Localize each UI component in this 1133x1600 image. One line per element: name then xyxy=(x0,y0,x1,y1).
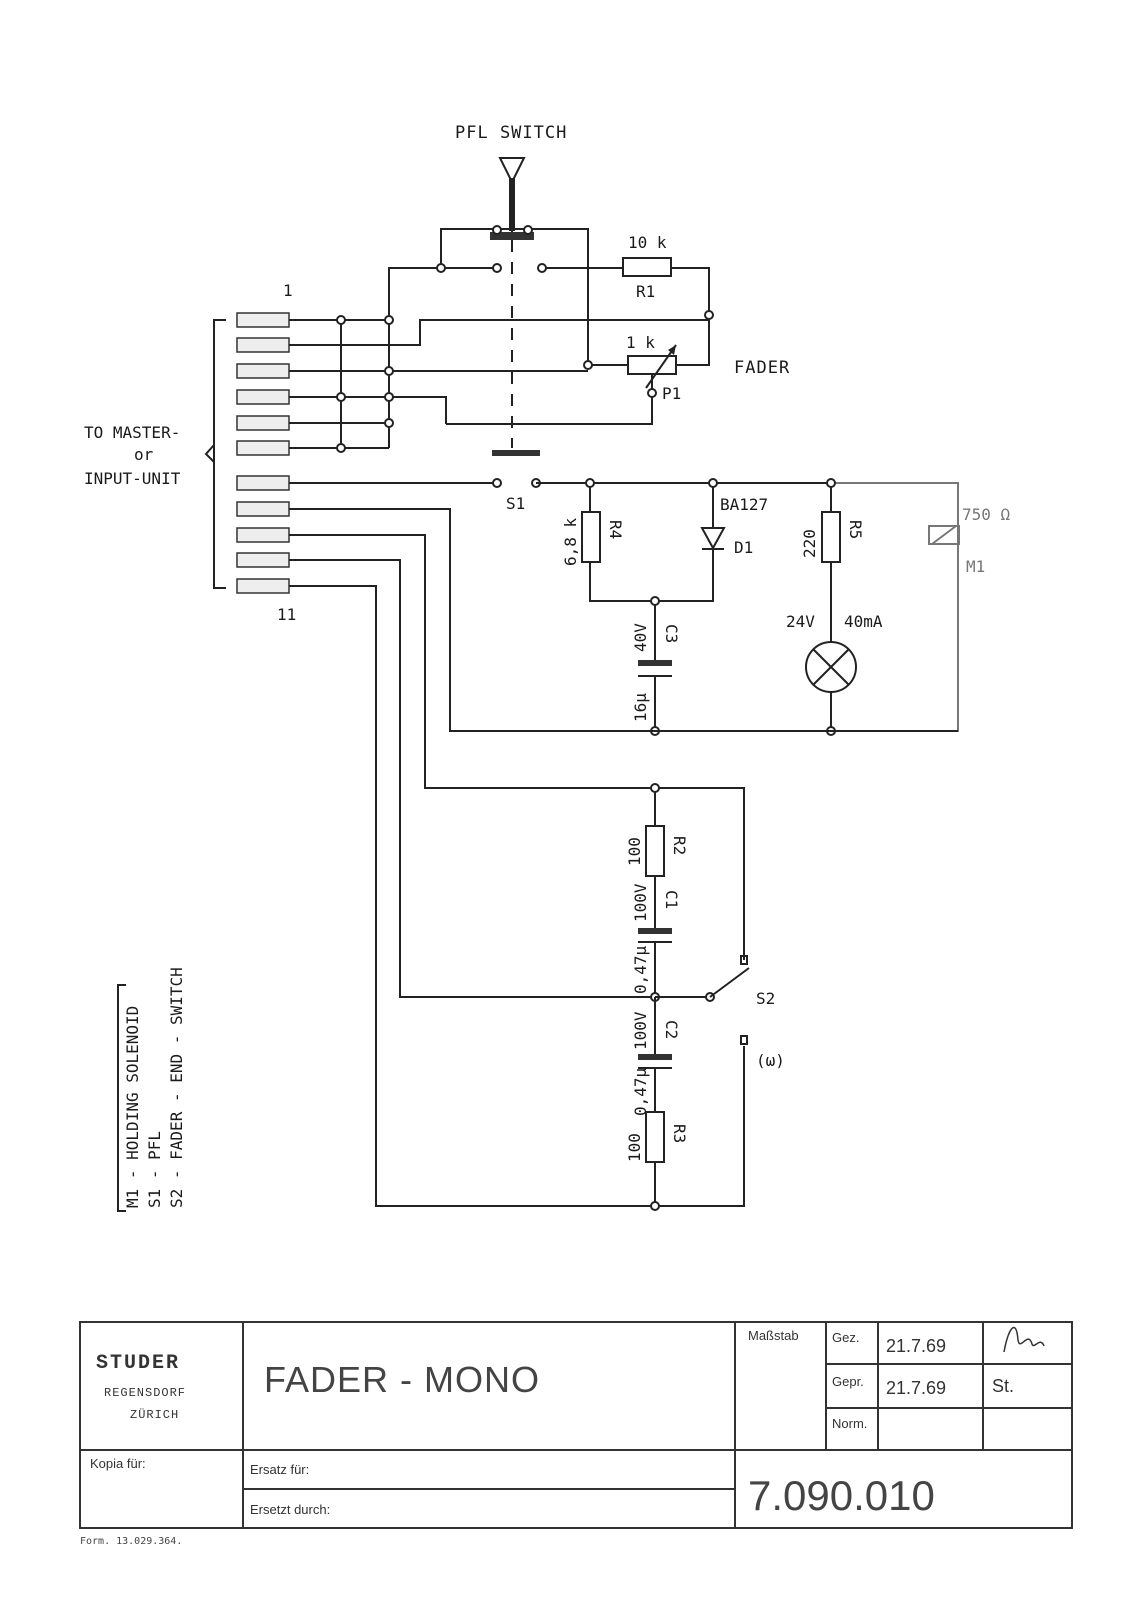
r2-value: 100 xyxy=(625,837,644,866)
drawing-title: FADER - MONO xyxy=(264,1359,540,1400)
solenoid-m1: 750 Ω M1 xyxy=(928,505,1011,576)
r4-ref: R4 xyxy=(606,520,625,539)
pin-first-label: 1 xyxy=(283,281,293,300)
pin-wiring-top xyxy=(289,315,709,453)
s1-ref: S1 xyxy=(506,494,525,513)
m1-value: 750 Ω xyxy=(962,505,1011,524)
drawing-number: 7.090.010 xyxy=(748,1472,935,1519)
c3-voltage: 40V xyxy=(631,623,650,652)
r3-value: 100 xyxy=(625,1133,644,1162)
lamp-current: 40mA xyxy=(844,612,883,631)
legend-s1: S1 - PFL xyxy=(145,1131,164,1208)
pfl-switch-actuator xyxy=(490,157,540,456)
pin11-wire xyxy=(289,585,745,1207)
norm-label: Norm. xyxy=(832,1416,867,1431)
diode-d1: BA127 D1 xyxy=(700,478,768,562)
company-city1: REGENSDORF xyxy=(104,1386,186,1400)
connector-label-line3: INPUT-UNIT xyxy=(84,469,181,488)
c3-value: 16μ xyxy=(631,693,650,722)
c1-ref: C1 xyxy=(662,890,681,909)
capacitor-c1: 100V C1 0,47μ xyxy=(631,883,681,1002)
fader-label: FADER xyxy=(734,358,790,378)
r1-ref: R1 xyxy=(636,282,655,301)
switch-s1: S1 xyxy=(289,478,541,513)
connector-pins xyxy=(236,312,290,594)
p1-ref: P1 xyxy=(662,384,681,403)
company-city2: ZÜRICH xyxy=(130,1408,179,1422)
legend-m1: M1 - HOLDING SOLENOID xyxy=(123,1006,142,1208)
resistor-r2: 100 R2 xyxy=(625,783,689,930)
capacitor-c2: 100V C2 0,47μ xyxy=(631,997,681,1116)
m1-ref: M1 xyxy=(966,557,985,576)
pfl-switch-label: PFL SWITCH xyxy=(455,123,567,143)
r5-value: 220 xyxy=(800,529,819,558)
form-number: Form. 13.029.364. xyxy=(80,1536,182,1547)
s2-position: (ω) xyxy=(756,1051,785,1070)
copy-for-label: Kopia für: xyxy=(90,1456,146,1471)
potentiometer-p1: 1 k P1 xyxy=(446,315,710,425)
c2-ref: C2 xyxy=(662,1020,681,1039)
r5-ref: R5 xyxy=(846,520,865,539)
resistor-r3: 100 R3 xyxy=(625,1111,689,1211)
d1-type: BA127 xyxy=(720,495,768,514)
pin-last-label: 11 xyxy=(277,605,296,624)
connector-bracket xyxy=(213,319,226,589)
c1-voltage: 100V xyxy=(631,883,650,922)
pin10-wire xyxy=(289,559,655,998)
p1-value: 1 k xyxy=(626,333,655,352)
replaced-by-label: Ersetzt durch: xyxy=(250,1502,330,1517)
pin9-wire xyxy=(289,534,745,960)
resistor-r1: 10 k R1 xyxy=(622,233,710,315)
legend-s2: S2 - FADER - END - SWITCH xyxy=(167,967,186,1208)
capacitor-c3: 40V C3 16μ xyxy=(631,596,681,736)
drawn-signature xyxy=(1003,1326,1045,1353)
pfl-contacts xyxy=(388,225,623,365)
c2-voltage: 100V xyxy=(631,1011,650,1050)
r4-value: 6,8 k xyxy=(561,517,580,566)
title-block: STUDER REGENSDORF ZÜRICH FADER - MONO Ma… xyxy=(79,1321,1073,1529)
checked-sign: St. xyxy=(992,1376,1014,1396)
resistor-r4: 6,8 k R4 xyxy=(561,478,714,602)
c2-value: 0,47μ xyxy=(631,1067,650,1116)
r3-ref: R3 xyxy=(670,1124,689,1143)
drawn-label: Gez. xyxy=(832,1330,859,1345)
connector-label-line2: or xyxy=(134,445,154,464)
r1-value: 10 k xyxy=(628,233,667,252)
company-logo: STUDER xyxy=(96,1352,180,1375)
s2-ref: S2 xyxy=(756,989,775,1008)
lamp-voltage: 24V xyxy=(786,612,815,631)
pin8-wire xyxy=(289,508,958,732)
scale-label: Maßstab xyxy=(748,1328,799,1343)
d1-ref: D1 xyxy=(734,538,753,557)
connector-label-line1: TO MASTER- xyxy=(84,423,180,442)
replacement-for-label: Ersatz für: xyxy=(250,1462,309,1477)
lamp: 24V 40mA xyxy=(786,612,883,736)
r2-ref: R2 xyxy=(670,836,689,855)
checked-label: Gepr. xyxy=(832,1374,864,1389)
drawn-date: 21.7.69 xyxy=(886,1336,946,1356)
c3-ref: C3 xyxy=(662,624,681,643)
resistor-r5: 220 R5 xyxy=(800,478,865,642)
c1-value: 0,47μ xyxy=(631,945,650,994)
switch-s2: S2 (ω) xyxy=(655,955,785,1070)
checked-date: 21.7.69 xyxy=(886,1378,946,1398)
connector-bracket-tip xyxy=(204,444,215,463)
legend: M1 - HOLDING SOLENOID S1 - PFL S2 - FADE… xyxy=(117,967,186,1212)
